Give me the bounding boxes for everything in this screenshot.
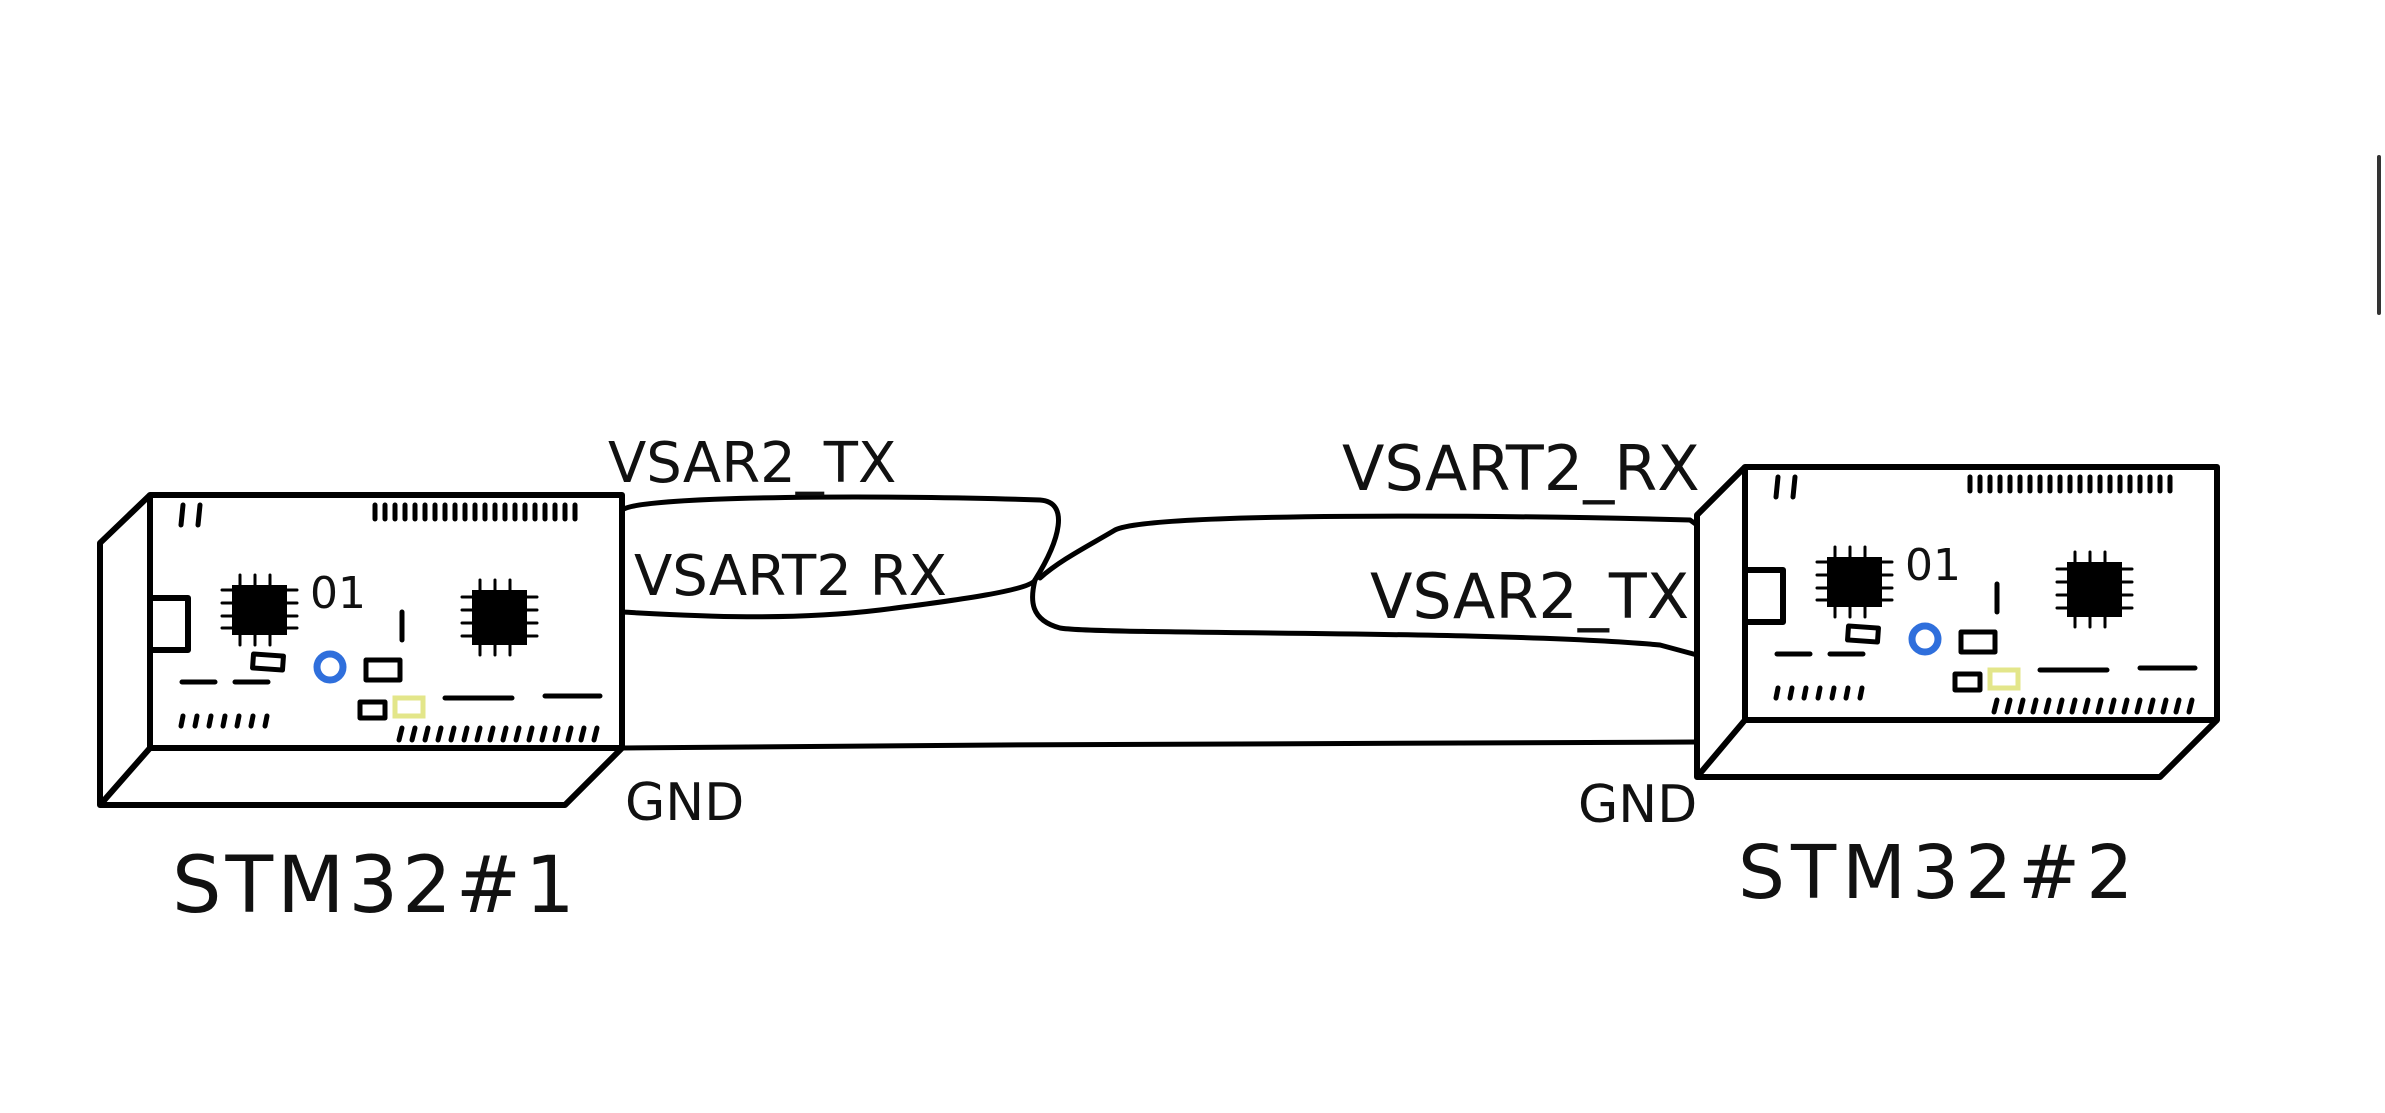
board-stm32-1: 01 xyxy=(97,492,625,808)
board-2-led-yellow xyxy=(1987,667,2021,691)
board-2-chip-mark-01: 01 xyxy=(1905,540,1961,591)
header-pin xyxy=(500,725,509,743)
board-2-name: STM32#2 xyxy=(1738,830,2139,916)
header-pin xyxy=(539,725,548,743)
header-pin xyxy=(248,713,256,729)
board-1-middle-pin-label: VSART2 RX xyxy=(634,544,947,609)
board-2-middle-pin-label: VSAR2_TX xyxy=(1370,560,1689,633)
header-pin xyxy=(1843,685,1851,701)
header-pin xyxy=(526,725,535,743)
board-2-top-pin-label: VSART2_RX xyxy=(1342,432,1700,505)
board-2-usb-port xyxy=(1745,567,1786,625)
board-2-header-bottom-left xyxy=(1773,685,1865,701)
header-pin xyxy=(474,725,483,743)
header-pin xyxy=(448,725,457,743)
wire-board2-tx xyxy=(1030,577,1700,658)
board-2-header-bottom-right xyxy=(1991,697,2195,715)
board-1-gnd-label: GND xyxy=(625,773,744,833)
board-1-chip-right xyxy=(460,578,539,657)
header-pin xyxy=(578,725,587,743)
board-2-gnd-label: GND xyxy=(1578,775,1697,835)
header-pin xyxy=(2004,697,2013,715)
board-1-header-small xyxy=(178,502,203,528)
header-pin xyxy=(2121,697,2130,715)
header-pin xyxy=(565,725,574,743)
board-2-smd xyxy=(1845,623,1881,645)
board-2-led-blue xyxy=(1908,622,1942,656)
header-pin xyxy=(2056,697,2065,715)
header-pin xyxy=(1787,685,1795,701)
header-pin xyxy=(2108,697,2117,715)
header-pin xyxy=(513,725,522,743)
board-2-button xyxy=(1958,629,1998,655)
board-2-traces xyxy=(1774,651,2198,673)
board-2-header-top xyxy=(1967,474,2173,494)
header-pin xyxy=(461,725,470,743)
board-stm32-2: 01 xyxy=(1694,464,2220,780)
board-1-header-bottom-left xyxy=(178,713,270,729)
wire-gnd xyxy=(619,739,1700,751)
header-pin xyxy=(2069,697,2078,715)
board-2-chip-right xyxy=(2055,550,2134,629)
header-pin xyxy=(2173,697,2182,715)
header-pin xyxy=(192,713,200,729)
board-1-led-yellow xyxy=(392,695,426,719)
wire-crossover-to-board2-rx xyxy=(1037,513,1700,581)
header-pin xyxy=(220,713,228,729)
board-1-button xyxy=(363,657,403,683)
header-pin xyxy=(591,725,600,743)
header-pin xyxy=(1815,685,1823,701)
header-pin xyxy=(1801,685,1809,701)
board-2-header-small xyxy=(1773,474,1798,500)
header-pin xyxy=(2030,697,2039,715)
board-1-chip-left xyxy=(220,573,299,647)
board-1-bottom-face xyxy=(100,745,625,808)
board-2-chip-left xyxy=(1815,545,1894,619)
board-1-left-face xyxy=(97,492,153,808)
board-1-traces xyxy=(179,679,603,701)
header-pin xyxy=(2134,697,2143,715)
header-pin xyxy=(262,713,270,729)
board-1-top-pin-label: VSAR2_TX xyxy=(608,431,896,496)
header-pin xyxy=(552,725,561,743)
header-pin xyxy=(2160,697,2169,715)
header-pin xyxy=(1829,685,1837,701)
header-pin xyxy=(234,713,242,729)
header-pin xyxy=(2147,697,2156,715)
header-pin xyxy=(2095,697,2104,715)
board-1-led-blue xyxy=(313,650,347,684)
header-pin xyxy=(2043,697,2052,715)
header-pin xyxy=(422,725,431,743)
board-2-bottom-face xyxy=(1697,717,2220,780)
header-pin xyxy=(206,713,214,729)
board-1-header-top xyxy=(372,502,578,522)
board-1-name: STM32#1 xyxy=(172,841,579,931)
board-2-smd-2 xyxy=(1952,671,1983,693)
header-pin xyxy=(487,725,496,743)
scrollbar-thumb[interactable] xyxy=(2377,155,2381,315)
board-1-smd-2 xyxy=(357,699,388,721)
header-pin xyxy=(178,713,186,729)
header-pin xyxy=(1857,685,1865,701)
board-1-usb-port xyxy=(150,595,191,653)
board-2-left-face xyxy=(1694,464,1748,780)
header-pin xyxy=(2082,697,2091,715)
header-pin xyxy=(396,725,405,743)
header-pin xyxy=(2017,697,2026,715)
header-pin xyxy=(409,725,418,743)
board-1-chip-mark-01: 01 xyxy=(310,568,366,619)
header-pin xyxy=(1991,697,2000,715)
header-pin xyxy=(435,725,444,743)
header-pin xyxy=(2186,697,2195,715)
header-pin xyxy=(1773,685,1781,701)
board-1-smd xyxy=(250,651,286,673)
board-1-header-bottom-right xyxy=(396,725,600,743)
